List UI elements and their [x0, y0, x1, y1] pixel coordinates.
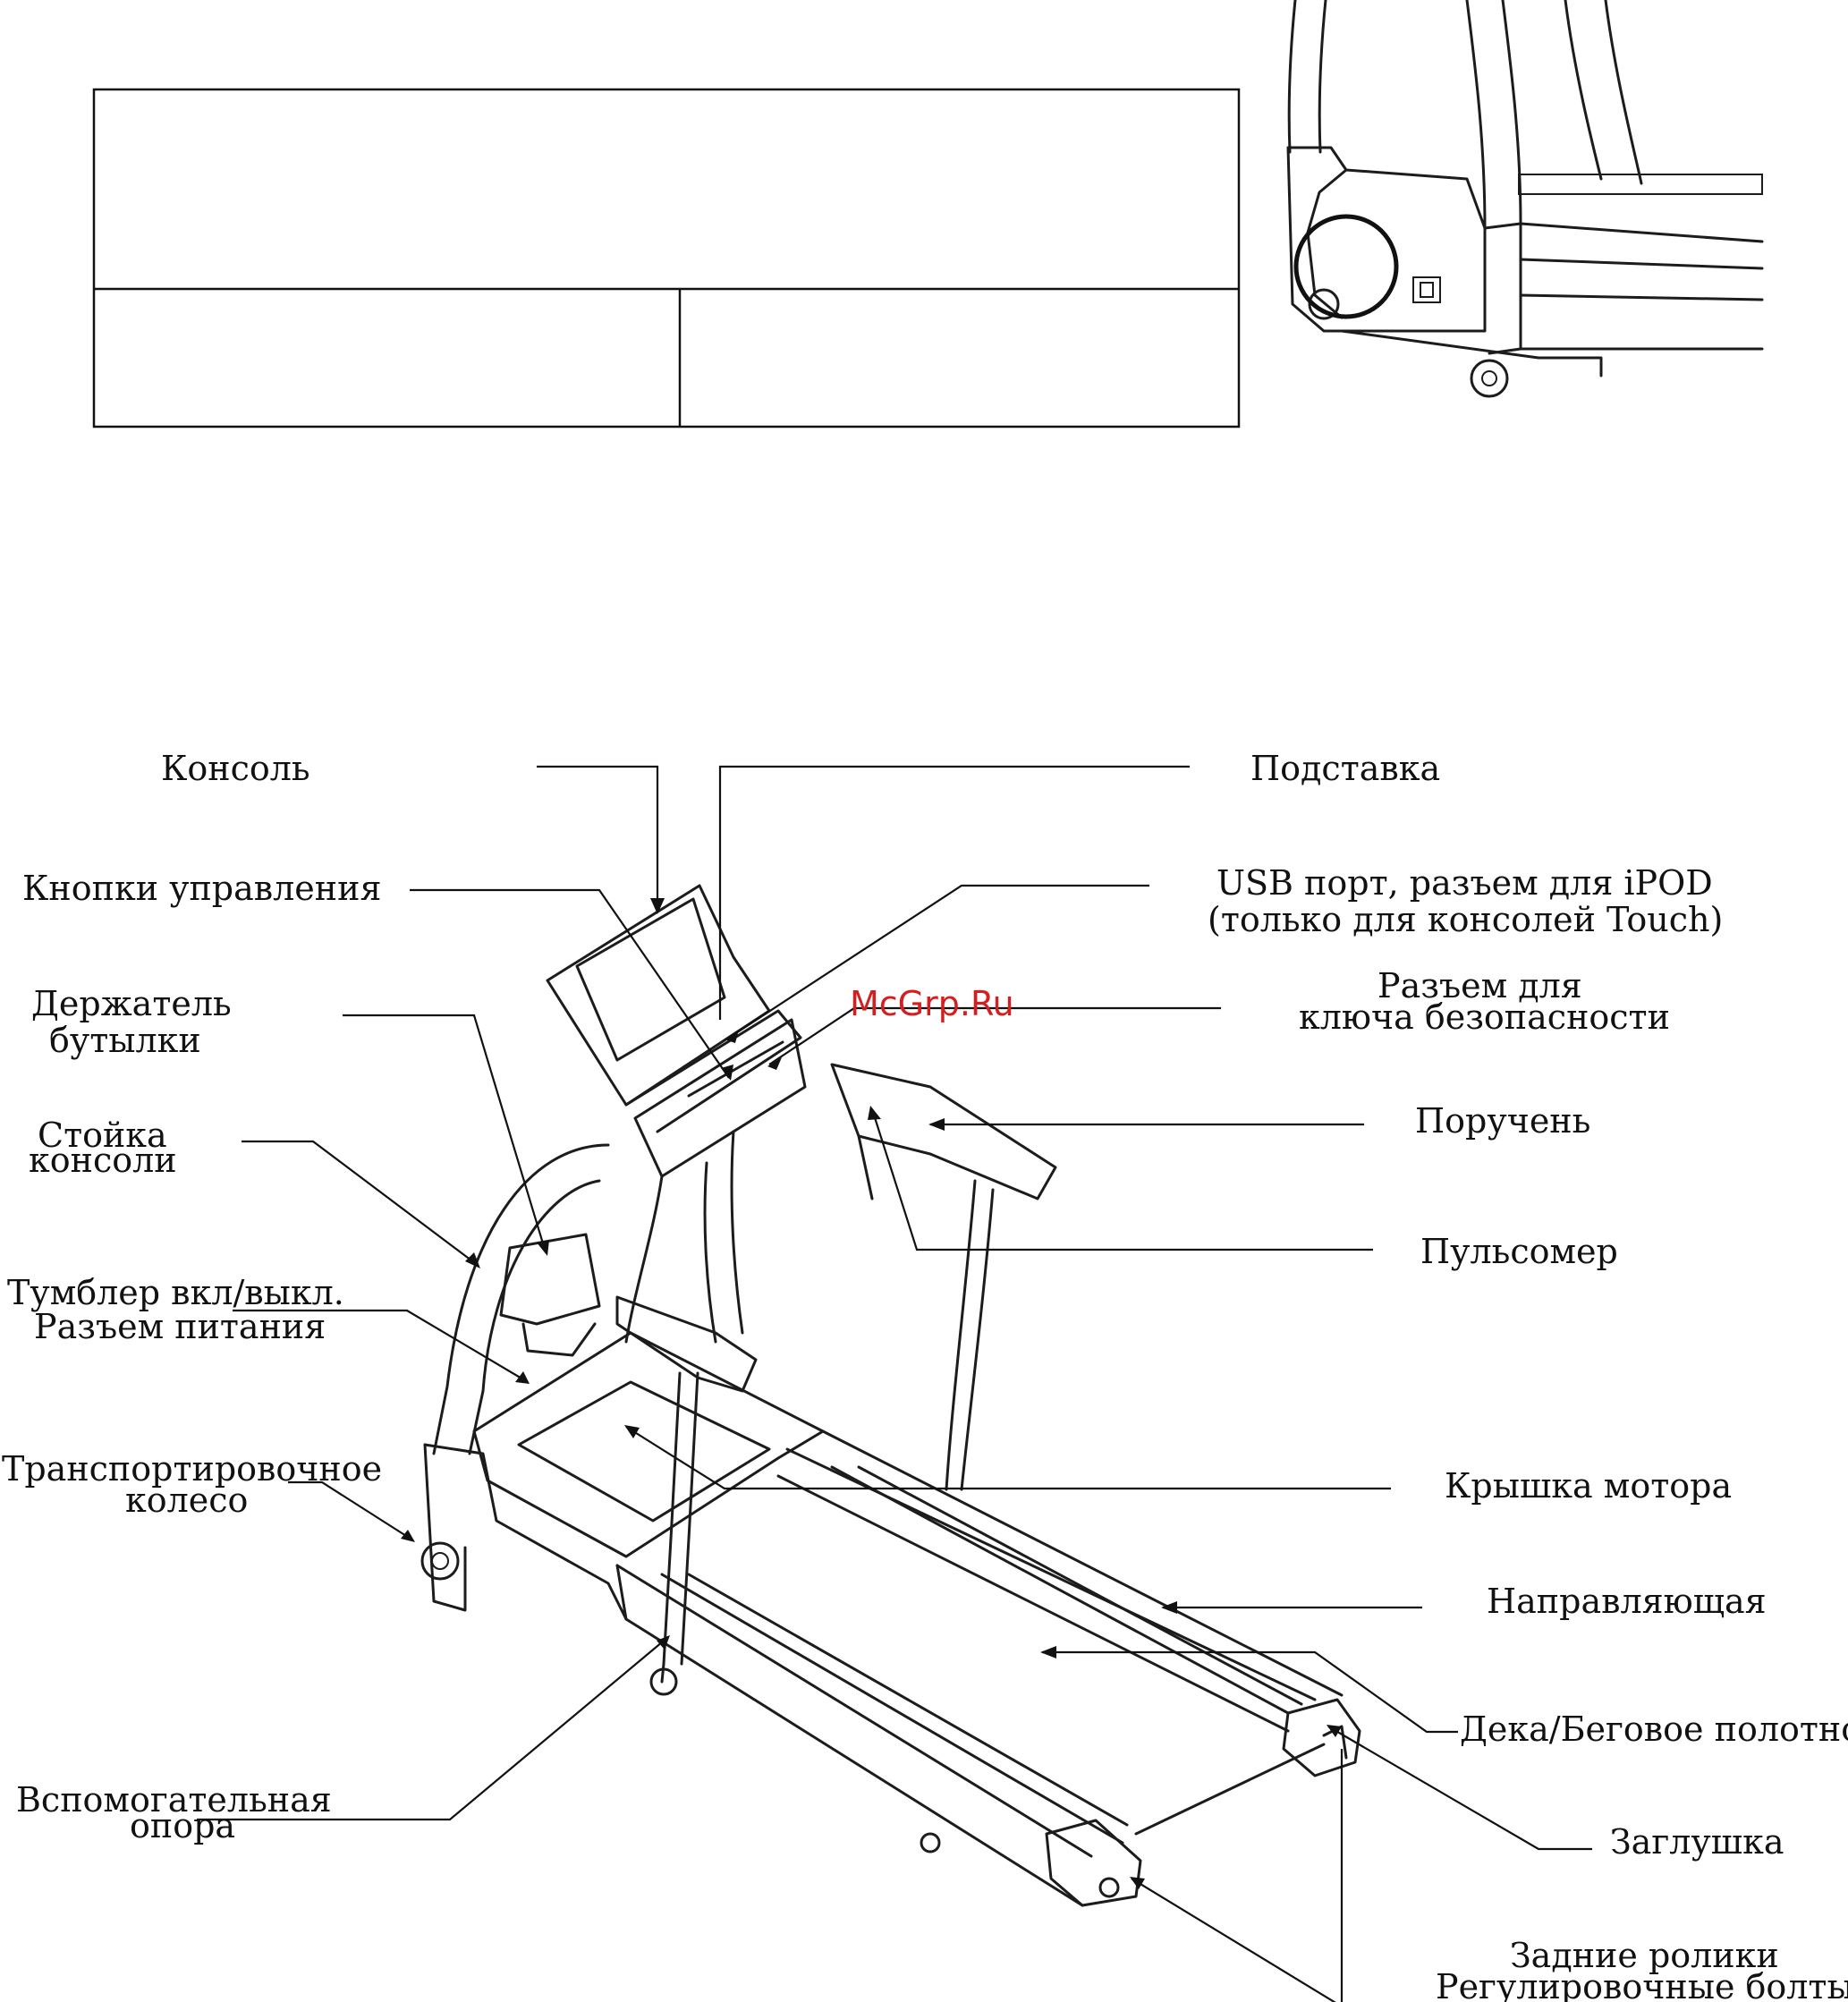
label-console-upright-2: консоли: [29, 1141, 177, 1180]
label-transport-wheel-2: колесо: [125, 1480, 248, 1520]
label-aux-support-2: опора: [130, 1806, 235, 1845]
label-motor-hood: Крышка мотора: [1445, 1466, 1732, 1506]
label-adjust-bolts: Регулировочные болты: [1436, 1967, 1848, 2002]
label-bottle-holder-2: бутылки: [49, 1021, 201, 1060]
label-usb-port-2: (только для консолей Touch): [1208, 900, 1723, 939]
label-deck-belt: Дека/Беговое полотно: [1460, 1709, 1848, 1749]
label-guide-rail: Направляющая: [1487, 1582, 1767, 1621]
arrowheads: [401, 898, 1342, 1889]
label-pulse-sensor: Пульсомер: [1420, 1232, 1618, 1271]
label-aux-support-1: Вспомогательная: [16, 1780, 332, 1820]
label-power-socket: Разъем питания: [34, 1307, 326, 1346]
leader-lines: [197, 765, 1592, 2002]
labels: Консоль Подставка Кнопки управления USB …: [2, 749, 1848, 2002]
label-power-switch: Тумблер вкл/выкл.: [7, 1273, 344, 1312]
treadmill-line-art: [420, 884, 1361, 1907]
watermark: McGrp.Ru: [850, 984, 1014, 1023]
label-handrail: Поручень: [1415, 1101, 1590, 1141]
label-stand: Подставка: [1250, 749, 1440, 788]
label-transport-wheel-1: Транспортировочное: [2, 1449, 382, 1489]
label-control-buttons: Кнопки управления: [22, 869, 381, 908]
label-end-cap: Заглушка: [1610, 1822, 1784, 1862]
label-usb-port-1: USB порт, разъем для iPOD: [1216, 863, 1713, 903]
label-console: Консоль: [161, 749, 310, 788]
label-rear-rollers: Задние ролики: [1510, 1936, 1779, 1975]
label-safety-key-1: Разъем для: [1378, 966, 1582, 1005]
label-safety-key-2: ключа безопасности: [1299, 997, 1670, 1037]
label-bottle-holder-1: Держатель: [31, 984, 232, 1023]
empty-table: [92, 88, 1241, 428]
inset-power-detail: [1286, 0, 1764, 398]
label-console-upright-1: Стойка: [38, 1116, 167, 1155]
